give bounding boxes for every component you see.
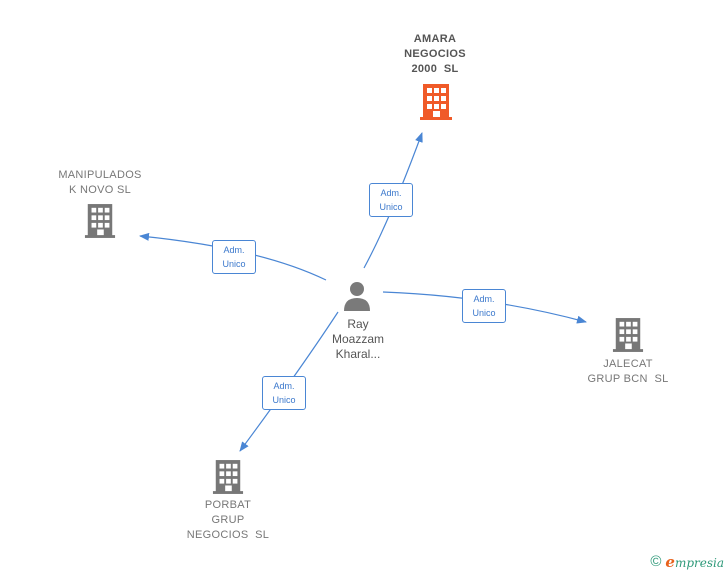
company-label-line: K NOVO SL <box>69 184 131 196</box>
company-node-porbat[interactable]: PORBAT GRUP NEGOCIOS SL <box>176 460 280 548</box>
company-label-line: NEGOCIOS <box>404 48 466 60</box>
copyright-icon: © <box>650 553 662 570</box>
company-label-line: GRUP BCN SL <box>587 373 669 385</box>
building-icon <box>212 460 244 494</box>
person-label: Ray Moazzam Kharal... <box>318 317 398 362</box>
person-label-line: Moazzam <box>331 332 384 346</box>
building-icon <box>612 318 644 352</box>
company-label-line: 2000 SL <box>411 63 459 75</box>
company-label-line: NEGOCIOS SL <box>186 529 270 541</box>
edge-label-type: Unico <box>272 395 296 405</box>
company-label-manipulados: MANIPULADOS K NOVO SL <box>42 168 158 198</box>
company-label-jalecat: JALECAT GRUP BCN SL <box>574 357 682 387</box>
edge-label-amara[interactable]: Adm. Unico <box>369 183 413 217</box>
company-label-line: AMARA <box>413 33 457 45</box>
company-node-manipulados[interactable]: MANIPULADOS K NOVO SL <box>42 168 158 240</box>
company-label-line: GRUP <box>211 514 245 526</box>
person-label-line: Kharal... <box>335 347 381 361</box>
edge-label-role: Adm. <box>473 294 495 304</box>
person-icon <box>344 282 370 311</box>
company-node-jalecat[interactable]: JALECAT GRUP BCN SL <box>574 318 682 390</box>
edge-label-type: Unico <box>379 202 403 212</box>
edge-to-porbat <box>239 311 339 452</box>
edge-label-type: Unico <box>222 259 246 269</box>
edge-label-jalecat[interactable]: Adm. Unico <box>462 289 506 323</box>
brand-e-letter: e <box>665 552 675 571</box>
empresia-logo: © empresia <box>650 553 724 571</box>
person-node[interactable]: Ray Moazzam Kharal... <box>318 280 398 364</box>
brand-name: empresia <box>665 553 724 572</box>
company-node-amara[interactable]: AMARA NEGOCIOS 2000 SL <box>383 32 487 122</box>
edge-label-role: Adm. <box>380 188 402 198</box>
building-icon <box>420 84 452 120</box>
person-label-line: Ray <box>347 317 369 331</box>
company-label-line: JALECAT <box>603 358 653 370</box>
company-label-line: MANIPULADOS <box>58 169 142 181</box>
edge-label-type: Unico <box>472 308 496 318</box>
edge-label-role: Adm. <box>223 245 245 255</box>
edge-label-role: Adm. <box>273 381 295 391</box>
edge-label-manipulados[interactable]: Adm. Unico <box>212 240 256 274</box>
building-icon <box>84 204 116 238</box>
edge-label-porbat[interactable]: Adm. Unico <box>262 376 306 410</box>
company-label-line: PORBAT <box>204 499 252 511</box>
brand-name-rest: mpresia <box>674 555 724 570</box>
company-label-porbat: PORBAT GRUP NEGOCIOS SL <box>176 498 280 543</box>
company-label-amara: AMARA NEGOCIOS 2000 SL <box>383 32 487 77</box>
